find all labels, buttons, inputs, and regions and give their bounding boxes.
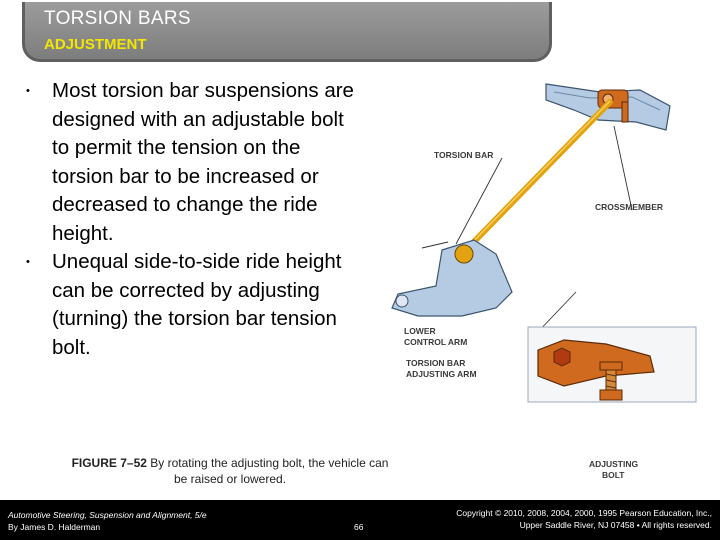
label-adjusting-arm-line1: TORSION BAR [406, 358, 465, 368]
footer-book-title: Automotive Steering, Suspension and Alig… [8, 510, 207, 520]
footer-bar: Automotive Steering, Suspension and Alig… [0, 500, 720, 540]
title-bar [22, 2, 552, 62]
bullet-text: Most torsion bar suspensions are designe… [52, 79, 354, 245]
bullet-dot-icon: • [26, 85, 30, 97]
label-lower-control-arm-line1: LOWER [404, 326, 436, 336]
label-adjusting-bolt-line2: BOLT [602, 470, 625, 480]
figure-caption: FIGURE 7–52 By rotating the adjusting bo… [70, 455, 390, 487]
page-number: 66 [354, 522, 364, 532]
adjusting-bolt-shape [599, 361, 623, 401]
label-adjusting-arm-line2: ADJUSTING ARM [406, 369, 477, 379]
slide-title: TORSION BARS [44, 8, 191, 29]
copyright-line-1: Copyright © 2010, 2008, 2004, 2000, 1995… [456, 508, 712, 518]
slide-subtitle: ADJUSTMENT [44, 36, 147, 53]
bullet-dot-icon: • [26, 256, 30, 268]
figure-caption-text: By rotating the adjusting bolt, the vehi… [150, 456, 389, 486]
label-lower-control-arm-line2: CONTROL ARM [404, 337, 467, 347]
footer-author: By James D. Halderman [8, 522, 101, 532]
bullet-item: • Most torsion bar suspensions are desig… [26, 77, 366, 248]
label-torsion-bar: TORSION BAR [434, 150, 493, 160]
torsion-bar-illustration: TORSION BAR CROSSMEMBER LOWER CONTROL AR… [391, 83, 697, 480]
copyright-line-2: Upper Saddle River, NJ 07458 • All right… [519, 520, 712, 530]
label-adjusting-bolt-line1: ADJUSTING [589, 459, 639, 469]
figure-number: FIGURE 7–52 [71, 456, 147, 470]
bullet-list: • Most torsion bar suspensions are desig… [26, 77, 366, 362]
footer-book-info: Automotive Steering, Suspension and Alig… [8, 509, 207, 533]
lower-control-arm-shape [391, 239, 513, 317]
footer-copyright: Copyright © 2010, 2008, 2004, 2000, 1995… [456, 507, 712, 531]
bullet-item: • Unequal side-to-side ride height can b… [26, 248, 366, 362]
label-crossmember: CROSSMEMBER [595, 202, 663, 212]
bullet-text: Unequal side-to-side ride height can be … [52, 250, 342, 359]
